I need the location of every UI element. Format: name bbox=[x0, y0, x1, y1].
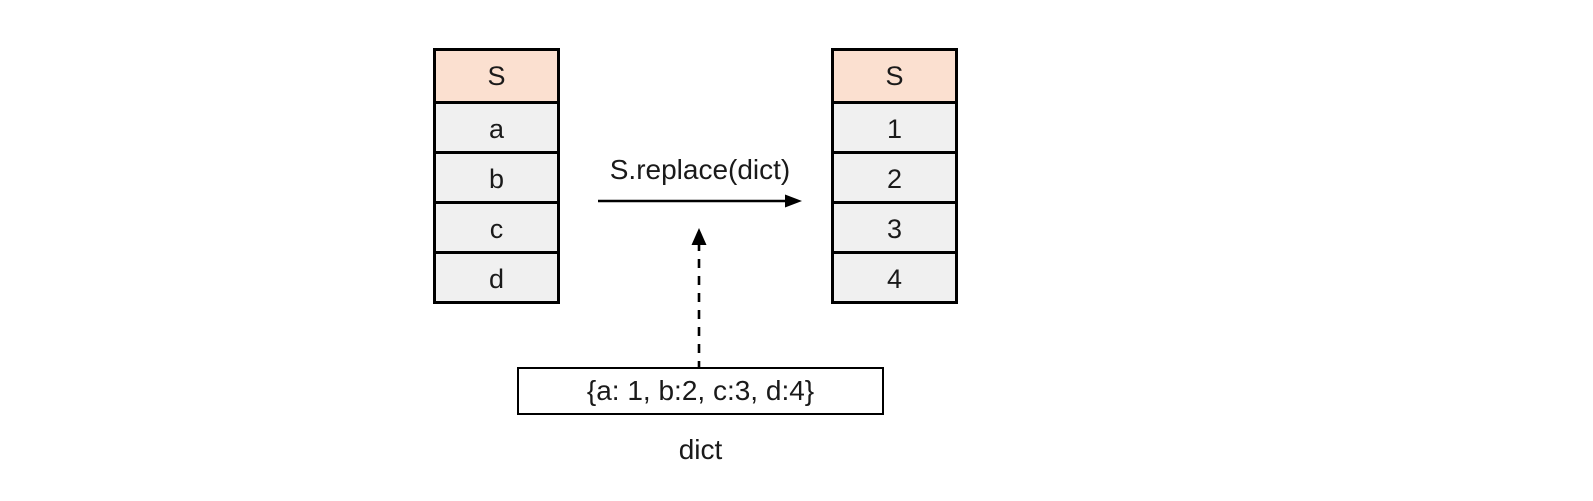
output-series-header: S bbox=[834, 51, 955, 101]
transform-label: S.replace(dict) bbox=[609, 154, 791, 185]
input-series-table: S a b c d bbox=[433, 48, 560, 304]
input-series-cell-3: d bbox=[436, 251, 557, 301]
input-series-cell-1: b bbox=[436, 151, 557, 201]
output-series-table: S 1 2 3 4 bbox=[831, 48, 958, 304]
input-series-header: S bbox=[436, 51, 557, 101]
output-series-cell-1: 2 bbox=[834, 151, 955, 201]
output-series-cell-0: 1 bbox=[834, 101, 955, 151]
dict-feed-dashed-arrow-icon bbox=[691, 228, 707, 370]
dict-box: {a: 1, b:2, c:3, d:4} bbox=[517, 367, 884, 415]
dict-caption-label: dict bbox=[678, 434, 723, 465]
input-series-cell-0: a bbox=[436, 101, 557, 151]
transform-group: S.replace(dict) bbox=[580, 150, 820, 210]
transform-right-arrow-icon bbox=[598, 194, 802, 208]
input-series-cell-2: c bbox=[436, 201, 557, 251]
output-series-cell-2: 3 bbox=[834, 201, 955, 251]
output-series-cell-3: 4 bbox=[834, 251, 955, 301]
